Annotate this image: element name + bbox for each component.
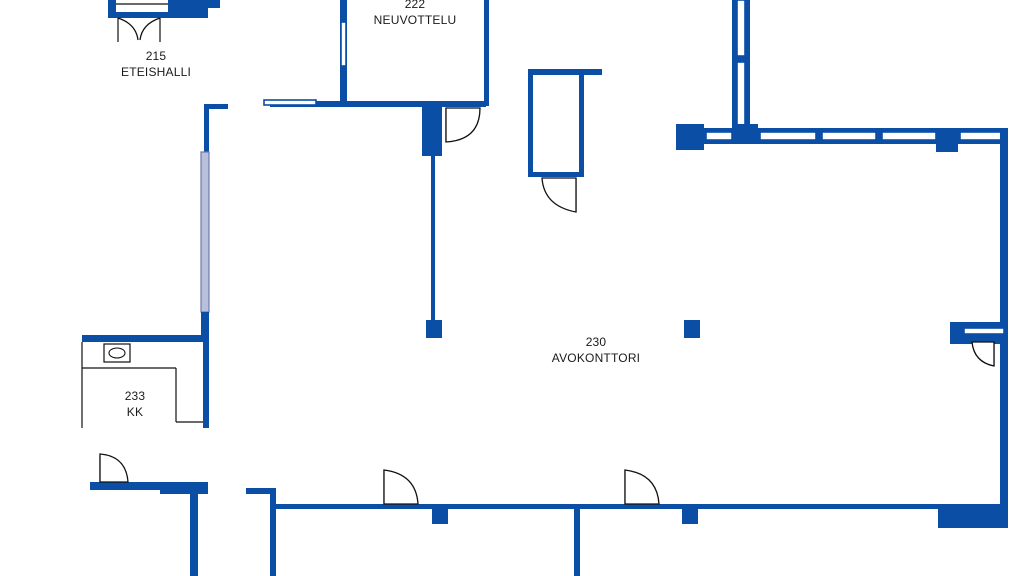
room-222-door-icon	[445, 107, 481, 143]
left-corridor-walls	[81, 104, 228, 428]
room-label-215: 215 ETEISHALLI	[121, 49, 191, 79]
room-name-215: ETEISHALLI	[121, 65, 191, 79]
central-partition	[426, 156, 700, 338]
bottom-door-icon-1	[383, 469, 419, 505]
room-label-230: 230 AVOKONTTORI	[552, 335, 640, 365]
room-name-222: NEUVOTTELU	[374, 13, 457, 27]
entrance-double-door-icon	[117, 17, 161, 42]
room-215-walls	[108, 0, 220, 18]
right-window-wall	[676, 0, 1008, 528]
closet-door-icon	[541, 177, 577, 213]
lower-left-door-icon	[99, 453, 129, 483]
room-222-walls	[263, 0, 489, 156]
room-label-233: 233 KK	[125, 389, 146, 419]
room-number-230: 230	[586, 335, 607, 349]
room-number-215: 215	[146, 49, 167, 63]
bottom-door-icon-2	[624, 469, 660, 505]
sink-icon	[103, 343, 131, 363]
closet-walls	[528, 69, 602, 177]
room-number-233: 233	[125, 389, 146, 403]
room-name-230: AVOKONTTORI	[552, 351, 640, 365]
room-name-233: KK	[127, 405, 143, 419]
right-door-icon	[971, 341, 995, 367]
room-number-222: 222	[405, 0, 426, 11]
bottom-walls	[90, 482, 1008, 576]
room-label-222: 222 NEUVOTTELU	[374, 0, 457, 27]
